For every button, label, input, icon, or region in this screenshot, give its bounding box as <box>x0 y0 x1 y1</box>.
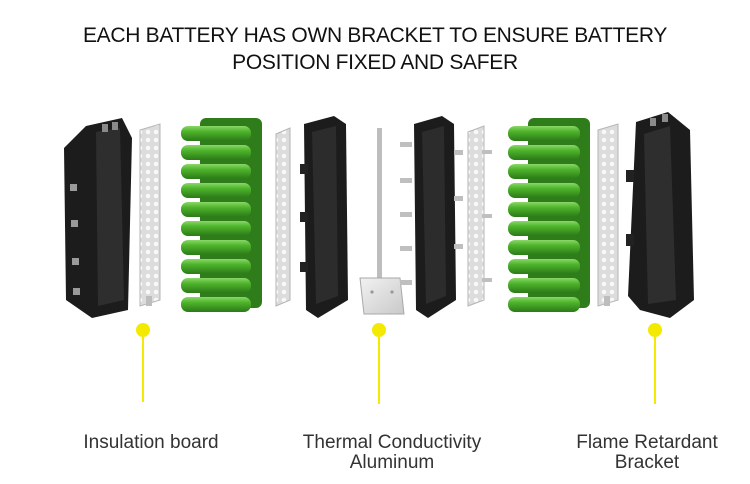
callout-label-insulation-line1: Insulation board <box>83 432 219 453</box>
callout-label-bracket: Flame Retardant Bracket <box>552 433 742 473</box>
callout-label-insulation: Insulation board <box>66 433 236 453</box>
title-line-1: EACH BATTERY HAS OWN BRACKET TO ENSURE B… <box>82 24 668 47</box>
callout-label-aluminum-line2: Aluminum <box>349 452 435 473</box>
left-cell-block <box>181 118 262 312</box>
right-cell-block <box>508 118 590 312</box>
left-nickel-strip <box>139 123 161 307</box>
center-left-nickel-strip <box>275 127 291 307</box>
callout-label-aluminum: Thermal Conductivity Aluminum <box>282 433 502 473</box>
callout-label-bracket-line2: Bracket <box>614 452 680 473</box>
callout-marker-aluminum <box>372 323 386 404</box>
left-end-bracket <box>64 118 132 318</box>
callout-label-bracket-line1: Flame Retardant <box>576 432 718 453</box>
callout-marker-bracket <box>648 323 662 404</box>
thermal-aluminum-plate <box>359 128 405 315</box>
right-nickel-strip <box>597 123 619 307</box>
center-right-bracket <box>400 116 463 318</box>
center-left-bracket <box>300 116 348 318</box>
title-line-2: POSITION FIXED AND SAFER <box>232 51 518 74</box>
callout-marker-insulation <box>136 323 150 402</box>
right-end-bracket <box>626 112 694 318</box>
center-right-nickel-strip <box>467 125 492 307</box>
callout-label-aluminum-line1: Thermal Conductivity <box>302 432 482 453</box>
